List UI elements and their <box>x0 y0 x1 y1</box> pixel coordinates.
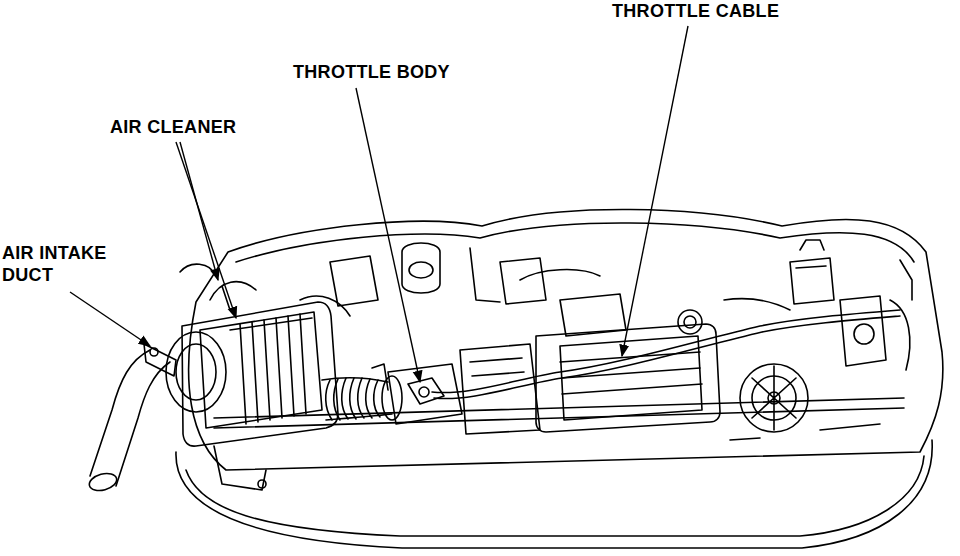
part-label: THROTTLE CABLE <box>612 0 779 22</box>
part-label: AIR CLEANER <box>110 116 236 138</box>
part-label: AIR INTAKE DUCT <box>2 242 127 286</box>
part-label: THROTTLE BODY <box>293 61 450 83</box>
